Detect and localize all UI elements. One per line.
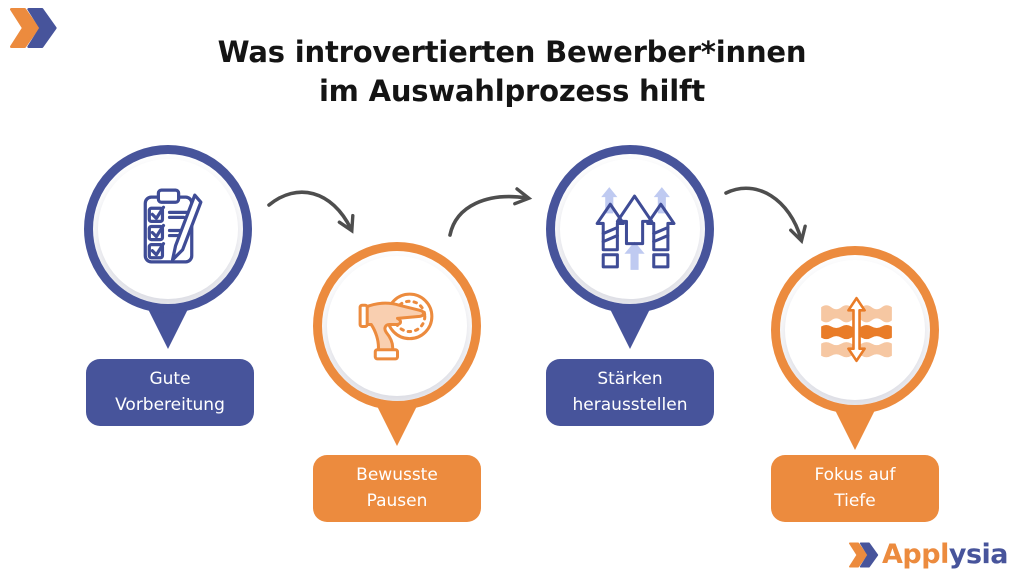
step-2-icon-wrap <box>327 256 467 396</box>
depth-layers-icon <box>821 296 892 363</box>
step-2-label: Bewusste Pausen <box>313 455 481 522</box>
brand-logo-text-secondary: ysia <box>948 539 1009 570</box>
curved-arrow-icon-1 <box>267 190 355 234</box>
curved-arrow-icon-3 <box>724 186 807 245</box>
pause-clock-icon <box>358 292 434 361</box>
brand-logo-footer: Applysia <box>849 541 1009 568</box>
step-3-icon-wrap <box>560 159 700 299</box>
step-1-circle <box>84 145 252 313</box>
chevrons-logo-icon <box>849 542 879 567</box>
arrows-up-icon <box>595 187 676 270</box>
brand-logo-text-primary: Appl <box>882 539 949 570</box>
step-4-icon-wrap <box>785 260 925 400</box>
step-2-circle <box>313 242 481 410</box>
step-3-label: Stärken herausstellen <box>546 359 714 426</box>
step-4-label: Fokus auf Tiefe <box>771 455 939 522</box>
curved-arrow-icon-2 <box>448 187 533 237</box>
chevrons-logo-icon <box>10 8 57 48</box>
page-title: Was introvertierten Bewerber*innen im Au… <box>217 35 807 108</box>
step-1-label: Gute Vorbereitung <box>86 359 254 426</box>
step-1-icon-wrap <box>98 159 238 299</box>
step-4-circle <box>771 246 939 414</box>
checklist-icon <box>143 188 203 264</box>
step-3-circle <box>546 145 714 313</box>
brand-mark-top <box>10 8 58 52</box>
brand-logo-text: Applysia <box>882 541 1008 568</box>
